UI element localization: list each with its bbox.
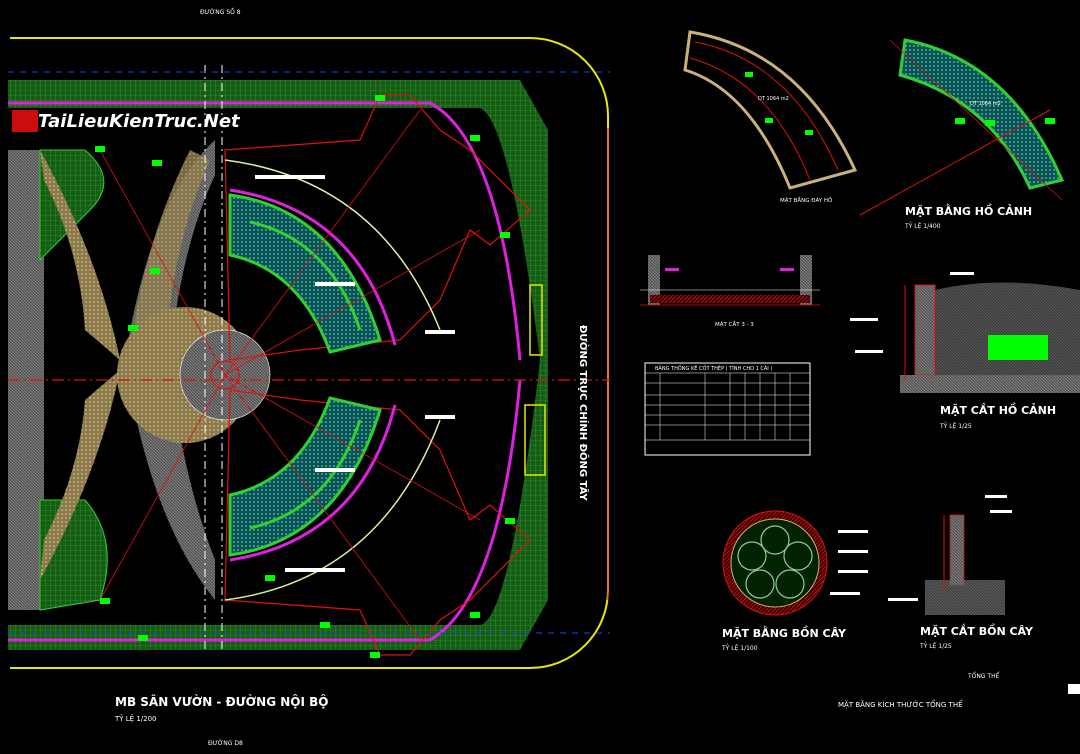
pond-plan-title: MẶT BẰNG HỒ CẢNH	[905, 203, 1032, 218]
outer-magenta-arc	[8, 101, 522, 361]
axis-label: ĐƯỜNG TRỤC CHÍNH ĐÔNG TÂY	[577, 325, 590, 501]
svg-text:DT 1064 m2: DT 1064 m2	[758, 96, 789, 102]
planter-plan: MẶT BẰNG BỒN CÂY TỶ LỆ 1/100	[721, 510, 868, 652]
tag	[315, 468, 355, 472]
pond-section-scale: TỶ LỆ 1/25	[939, 422, 972, 430]
steel-table-title: BẢNG THỐNG KÊ CỐT THÉP ( TÍNH CHO 1 CÁI …	[655, 364, 772, 372]
tag	[425, 415, 455, 419]
pond-floor-plan-title: MẶT BẰNG ĐÁY HỒ	[780, 195, 833, 204]
watermark-text: TaiLieuKienTruc.Net	[38, 111, 241, 132]
pond-top	[228, 193, 382, 354]
pond-section: MẶT CẮT HỒ CẢNH TỶ LỆ 1/25	[850, 272, 1080, 430]
tag	[255, 175, 325, 179]
pond-section-title: MẶT CẮT HỒ CẢNH	[940, 402, 1056, 417]
gate-top	[529, 284, 543, 356]
pond-section-small-title: MẶT CẮT 3 - 3	[715, 320, 754, 328]
fountain-core	[210, 360, 240, 390]
pond-top-border	[229, 188, 397, 346]
bench-arc-bottom	[249, 419, 362, 530]
planter-section-title: MẶT CẮT BỒN CÂY	[920, 623, 1034, 638]
overall-label: TỔNG THỂ	[967, 672, 1000, 680]
gate-bottom	[524, 404, 546, 476]
overall-dim-label: MẶT BẰNG KÍCH THƯỚC TỔNG THỂ	[838, 699, 963, 709]
planter-plan-scale: TỶ LỆ 1/100	[721, 644, 758, 652]
tag	[315, 282, 355, 286]
planter-left-top	[39, 149, 105, 262]
edge-mark	[1068, 684, 1080, 694]
svg-text:DT 1064 m2: DT 1064 m2	[970, 101, 1001, 107]
arc-path-2	[224, 419, 441, 601]
main-plan-title: MB SÂN VƯỜN - ĐƯỜNG NỘI BỘ	[115, 694, 328, 709]
steel-table: BẢNG THỐNG KÊ CỐT THÉP ( TÍNH CHO 1 CÁI …	[644, 362, 811, 456]
plaza-area	[8, 108, 540, 625]
pond-bottom-border	[229, 404, 397, 562]
paving-band-left	[40, 150, 120, 360]
planter-section-scale: TỶ LỆ 1/25	[919, 642, 952, 650]
planter-section: MẶT CẮT BỒN CÂY TỶ LỆ 1/25	[888, 495, 1034, 650]
watermark-logo: TaiLieuKienTruc.Net	[12, 110, 241, 132]
paving-band-left-2	[40, 370, 120, 580]
arc-path-1	[224, 159, 441, 331]
pond-bottom	[228, 396, 382, 557]
planter-plan-title: MẶT BẰNG BỒN CÂY	[722, 625, 847, 640]
bench-arc-top	[249, 220, 362, 331]
fan-sector-tan	[130, 150, 210, 360]
tag	[285, 568, 345, 572]
pond-plan: DT 1064 m2 MẶT BẰNG HỒ CẢNH TỶ LỆ 1/400	[859, 38, 1065, 230]
street-label-bottom: ĐƯỜNG D8	[208, 740, 243, 747]
radial-lines	[99, 109, 481, 641]
pond-plan-scale: TỶ LỆ 1/400	[904, 222, 941, 230]
tag	[425, 330, 455, 334]
pond-floor-plan: DT 1064 m2 MẶT BẰNG ĐÁY HỒ	[683, 30, 858, 204]
street-label-top: ĐƯỜNG SỐ 8	[200, 8, 241, 16]
green-tags	[95, 95, 515, 658]
main-site-plan: ĐƯỜNG SỐ 8 ĐƯỜNG D8 ĐƯỜNG TRỤC CHÍNH ĐÔN…	[8, 8, 610, 747]
pond-section-small: MẶT CẮT 3 - 3	[640, 255, 820, 328]
main-plan-scale: TỶ LỆ 1/200	[114, 714, 157, 723]
outer-magenta-arc-bottom	[8, 379, 522, 642]
